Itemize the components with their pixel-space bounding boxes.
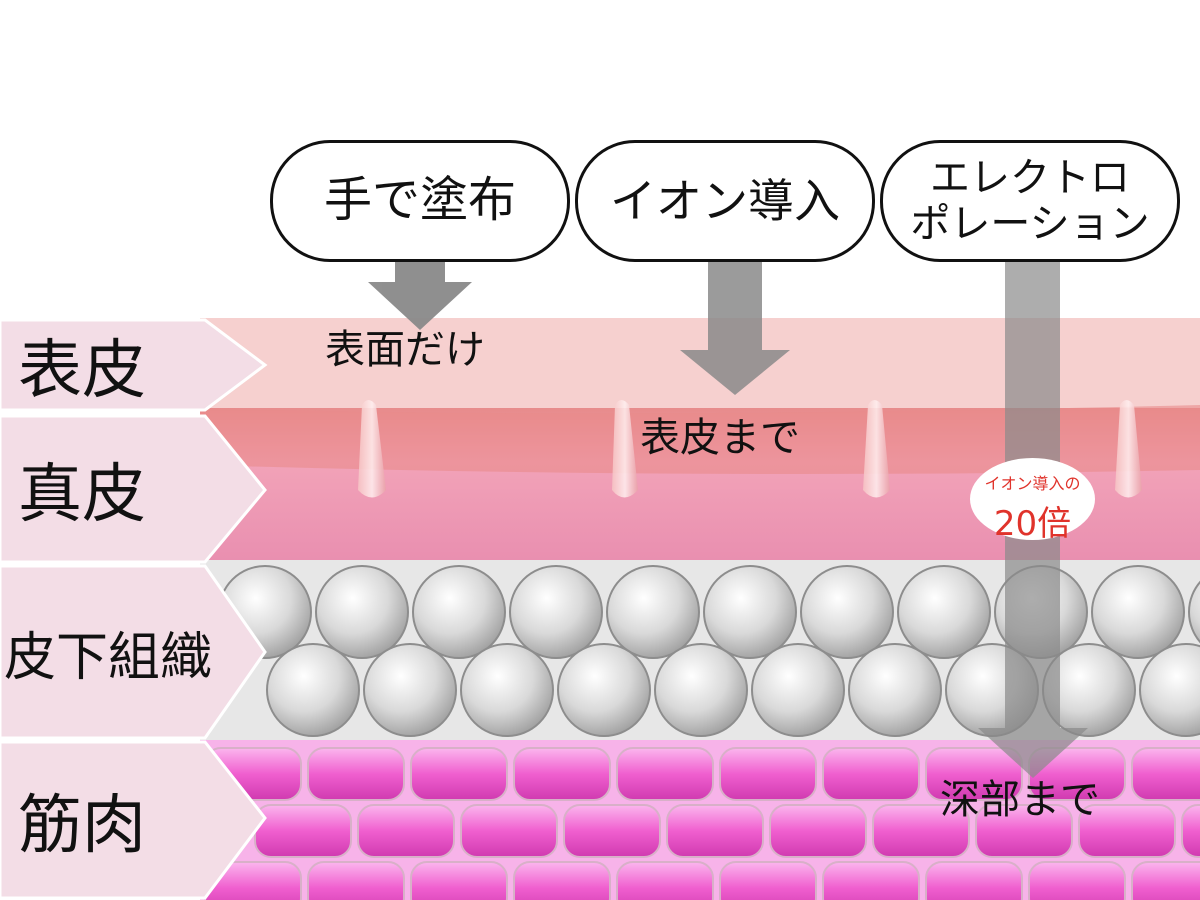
muscle-cell [925,747,1023,801]
badge-line1: イオン導入の [984,474,1081,493]
method-hand-pill: 手で塗布 [270,140,570,262]
layer-label-epidermis: 表皮 [18,334,146,408]
layer-label-dermis: 真皮 [18,458,146,532]
fat-cell [1188,580,1200,644]
muscle-cell [769,804,867,858]
fat-cell [751,643,845,737]
muscle-cells [204,747,1200,900]
muscle-cell [822,861,920,900]
fat-cell [266,643,360,737]
layer-label-muscle: 筋肉 [18,789,146,863]
muscle-cell [513,747,611,801]
layer-tabs [0,318,268,900]
pore [358,400,386,498]
muscle-cell [513,861,611,900]
muscle-cell [1131,747,1200,801]
fat-cell [800,565,894,659]
muscle-cell [666,804,764,858]
muscle-cell [460,804,558,858]
layer-label-subcutaneous: 皮下組織 [4,627,213,688]
pore [863,400,890,498]
fat-cell [557,643,651,737]
muscle-cell [616,861,714,900]
fat-cell [412,565,506,659]
muscle-cell [719,861,817,900]
muscle-cell [307,747,405,801]
muscle-cell [616,747,714,801]
fat-cell [509,565,603,659]
fat-cell [897,565,991,659]
fat-cell [848,643,942,737]
muscle-cell [1028,861,1126,900]
muscle-cell [975,804,1073,858]
arrow-ion [680,262,790,395]
badge-line2: 20倍 [993,504,1072,544]
muscle-cell [1078,804,1176,858]
muscle-cell [410,861,508,900]
fat-cell [654,643,748,737]
ion-comparison-badge: イオン導入の 20倍 [970,458,1095,544]
muscle-cell [254,804,352,858]
muscle-cell [872,804,970,858]
fat-cell [1139,643,1200,737]
muscle-cell [307,861,405,900]
muscle-cell [357,804,455,858]
reach-label-hand: 表面だけ [325,327,485,373]
method-electro-pill: エレクトロ ポレーション [880,140,1180,262]
pore [612,400,638,498]
pores [358,400,1142,498]
reach-label-electro: 深部まで [940,777,1100,823]
fat-cell [1091,565,1185,659]
muscle-cell [822,747,920,801]
method-hand-label: 手で塗布 [323,172,516,229]
muscle-cell [1131,861,1200,900]
arrow-hand [368,262,472,330]
muscle-cell [410,747,508,801]
method-electro-label-line2: ポレーション [910,201,1150,247]
muscle-cell [563,804,661,858]
dermis-upper-layer [200,405,1200,474]
method-ion-label: イオン導入 [610,173,840,228]
fat-cell [606,565,700,659]
reach-label-ion: 表皮まで [640,415,800,461]
fat-cell [315,565,409,659]
muscle-cell [1181,804,1200,858]
muscle-cell [925,861,1023,900]
fat-cell [460,643,554,737]
method-electro-label-line1: エレクトロ [930,155,1130,201]
pore [1115,400,1142,498]
fat-cell [363,643,457,737]
muscle-cell [719,747,817,801]
method-ion-pill: イオン導入 [575,140,875,262]
fat-cell [703,565,797,659]
